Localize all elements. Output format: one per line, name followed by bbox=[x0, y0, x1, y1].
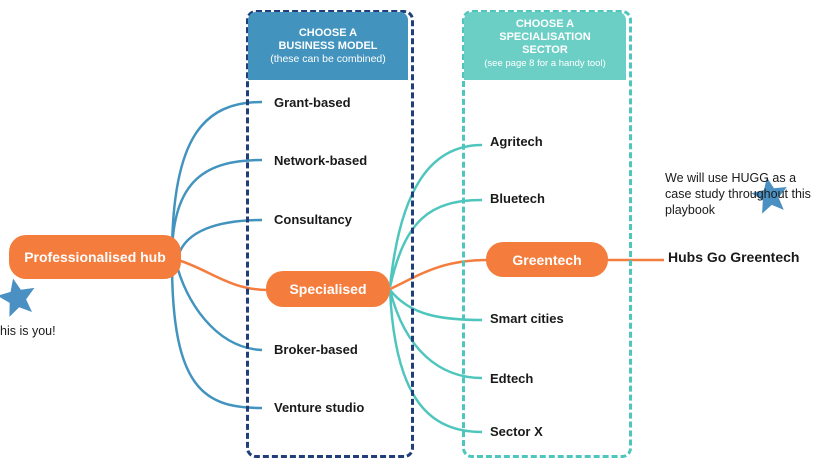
case-study-note: We will use HUGG as a case study through… bbox=[665, 171, 811, 217]
specialisation-title: CHOOSE A SPECIALISATION SECTOR bbox=[499, 18, 591, 56]
option-grant-based: Grant-based bbox=[274, 95, 351, 110]
this-is-you-note: his is you! bbox=[0, 324, 56, 338]
hubs-go-greentech-label: Hubs Go Greentech bbox=[668, 249, 800, 265]
business-model-title: CHOOSE A BUSINESS MODEL bbox=[278, 27, 378, 52]
option-venture-studio: Venture studio bbox=[274, 400, 365, 415]
option-specialised: Specialised bbox=[266, 271, 390, 307]
business-model-subtitle: (these can be combined) bbox=[270, 53, 386, 65]
connector-to-greentech bbox=[387, 258, 489, 292]
sector-agritech: Agritech bbox=[490, 134, 543, 149]
connector-edtech bbox=[388, 289, 483, 380]
connector-bluetech bbox=[388, 198, 483, 288]
specialisation-column bbox=[462, 10, 632, 458]
business-model-column bbox=[246, 10, 414, 458]
specialisation-subtitle: (see page 8 for a handy tool) bbox=[484, 58, 606, 69]
connector-to-specialised bbox=[177, 258, 269, 292]
star-icon bbox=[751, 177, 787, 214]
connector-network-based bbox=[170, 158, 263, 258]
sector-greentech: Greentech bbox=[486, 242, 608, 277]
option-network-based: Network-based bbox=[274, 153, 368, 168]
connector-venture-studio bbox=[170, 261, 263, 410]
connector-smart-cities bbox=[389, 289, 483, 322]
sector-x: Sector X bbox=[490, 424, 543, 439]
professionalised-hub-node: Professionalised hub bbox=[9, 235, 181, 279]
business-model-header: CHOOSE A BUSINESS MODEL (these can be co… bbox=[248, 12, 408, 80]
sector-edtech: Edtech bbox=[490, 371, 534, 386]
option-consultancy: Consultancy bbox=[274, 212, 353, 227]
sector-smart-cities: Smart cities bbox=[490, 311, 564, 326]
specialisation-header: CHOOSE A SPECIALISATION SECTOR (see page… bbox=[464, 12, 626, 80]
connector-grant-based bbox=[170, 100, 263, 258]
option-broker-based: Broker-based bbox=[274, 342, 358, 357]
sector-bluetech: Bluetech bbox=[490, 191, 545, 206]
star-icon bbox=[0, 278, 35, 317]
